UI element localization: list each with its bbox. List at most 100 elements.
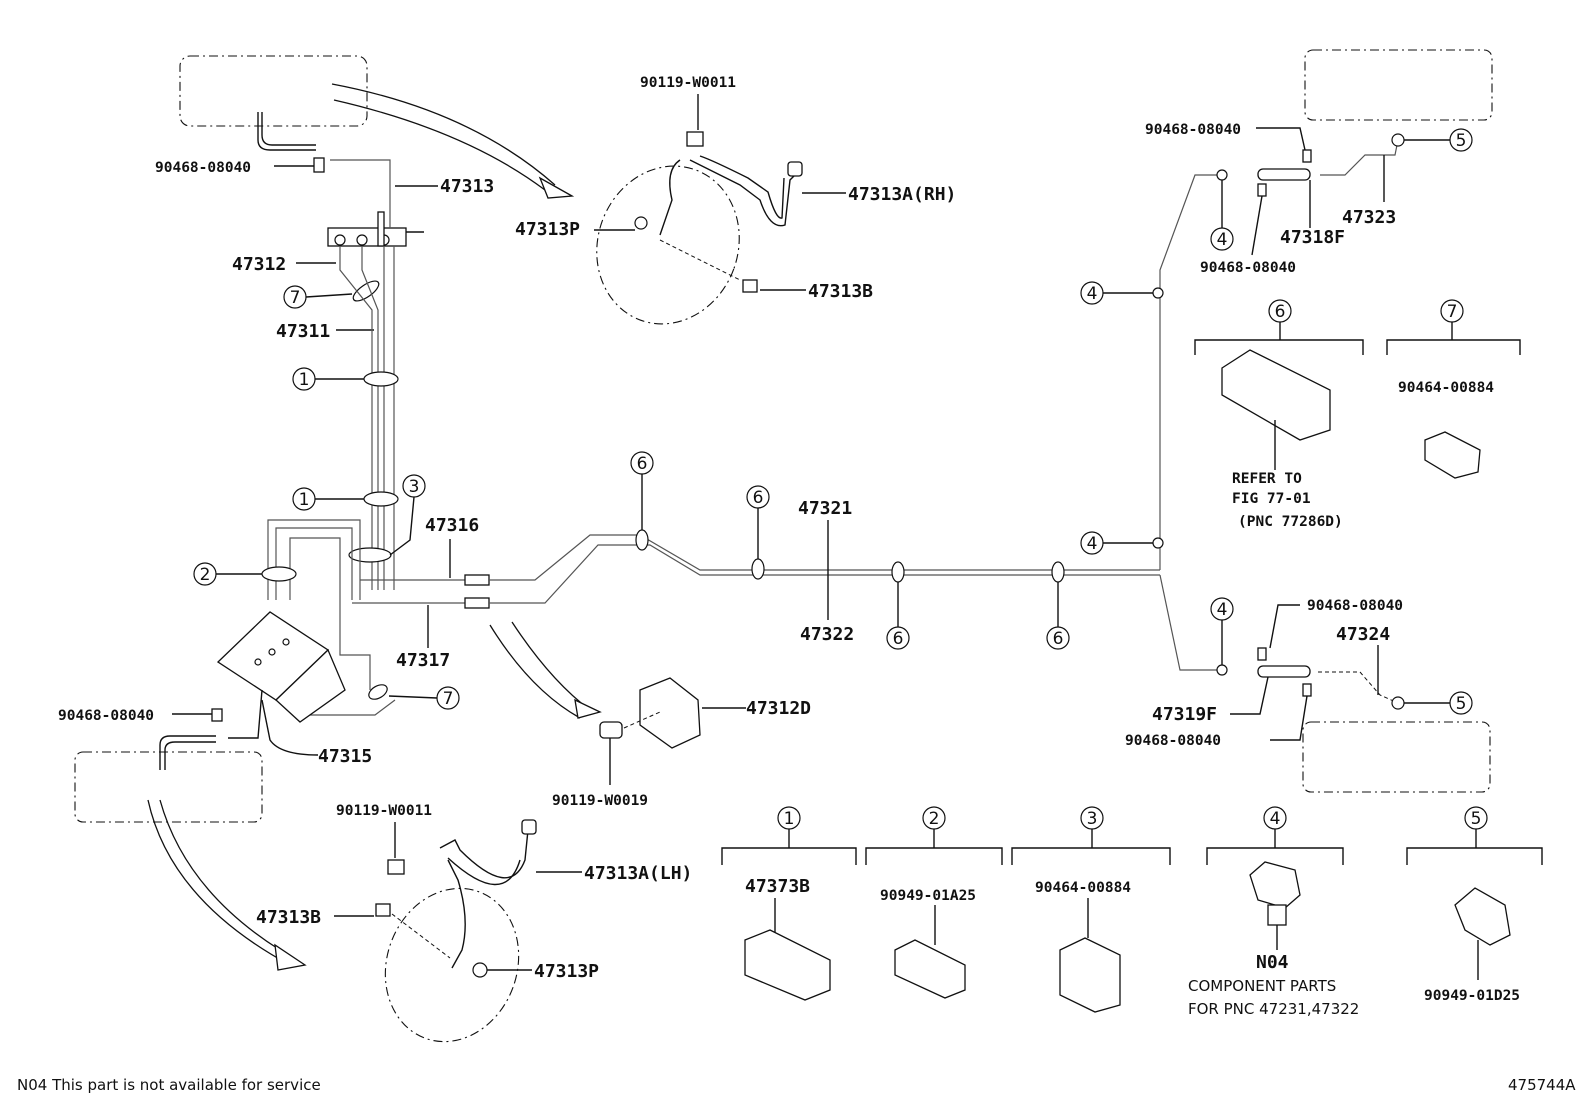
label-90119-W0019: 90119-W0019 [552, 793, 648, 809]
union-47316-lower [464, 597, 490, 609]
legend-item-3: 3 90464-00884 [1011, 806, 1171, 1013]
label-47313: 47313 [440, 176, 494, 197]
pipe-47322 [489, 544, 1160, 604]
clamp-6-d [1051, 561, 1065, 583]
svg-text:(PNC 77286D): (PNC 77286D) [1238, 514, 1343, 530]
hose-47318F [1257, 168, 1311, 181]
clamp-90464-00884 [1059, 937, 1121, 1013]
clamp-47373B [744, 929, 831, 1001]
clip-N04 [1249, 861, 1301, 909]
svg-text:5: 5 [1456, 131, 1467, 151]
label-90468-top-right-2: 90468-08040 [1200, 260, 1296, 276]
label-90468-top-left: 90468-08040 [155, 160, 251, 176]
svg-text:6: 6 [1275, 302, 1286, 322]
figure-ref-number: 475744A [1508, 1076, 1576, 1094]
clamp-3 [348, 547, 392, 563]
svg-text:6: 6 [893, 629, 904, 649]
legend-item-5: 5 90949-01D25 [1406, 806, 1543, 1004]
svg-text:4: 4 [1217, 600, 1228, 620]
top-right-caliper-outline [1304, 49, 1493, 121]
lh-hose [439, 829, 529, 879]
label-47316: 47316 [425, 515, 479, 536]
label-90119-bottom: 90119-W0011 [336, 803, 432, 819]
svg-text:5: 5 [1471, 809, 1482, 829]
pipe-47321 [489, 534, 1160, 581]
clamp-6-c [891, 561, 905, 583]
clip-4-mid-lower [1152, 537, 1164, 549]
clamp-90949-01A25 [894, 939, 966, 999]
label-47312D: 47312D [746, 698, 811, 719]
clamp-6-a [635, 529, 649, 551]
svg-text:REFER TO: REFER TO [1232, 471, 1302, 487]
bolt-90119-W0019 [599, 721, 623, 739]
clamp-7-upper [352, 280, 380, 302]
svg-text:90949-01A25: 90949-01A25 [880, 888, 976, 904]
svg-text:3: 3 [1087, 809, 1098, 829]
bracket-47312D [639, 677, 701, 749]
svg-text:1: 1 [299, 370, 310, 390]
legend-item-2: 2 90949-01A25 [865, 806, 1003, 999]
rh-detail-circle [596, 165, 740, 325]
svg-text:4: 4 [1087, 284, 1098, 304]
label-47313B-top: 47313B [808, 281, 873, 302]
label-47324: 47324 [1336, 624, 1390, 645]
label-47318F: 47318F [1280, 227, 1345, 248]
label-47313P-bottom: 47313P [534, 961, 599, 982]
svg-text:2: 2 [200, 565, 211, 585]
clamp-1-lower [363, 491, 399, 507]
label-47317: 47317 [396, 650, 450, 671]
svg-text:6: 6 [1053, 629, 1064, 649]
legend-item-4: 4 N04 COMPONENT PARTS FOR PNC 47231,4732… [1188, 806, 1359, 1018]
lh-detail-circle [384, 887, 520, 1043]
svg-text:5: 5 [1456, 694, 1467, 714]
clip-90468-top-left [313, 157, 325, 173]
clamp-6-b [751, 558, 765, 580]
callout-5-top [1449, 128, 1473, 152]
label-47313P-top: 47313P [515, 219, 580, 240]
clamp-1-upper [363, 371, 399, 387]
label-47313A-lh: 47313A(LH) [584, 863, 692, 884]
label-90119-top: 90119-W0011 [640, 75, 736, 91]
svg-text:7: 7 [1447, 302, 1458, 322]
union-47316-upper [464, 574, 490, 586]
bottom-right-caliper-outline [1302, 721, 1491, 793]
label-47321: 47321 [798, 498, 852, 519]
label-90468-bottom-right-2: 90468-08040 [1125, 733, 1221, 749]
svg-text:FIG 77-01: FIG 77-01 [1232, 491, 1311, 507]
arrow-to-lh-detail [147, 799, 291, 966]
svg-text:4: 4 [1087, 534, 1098, 554]
clamp-77286D [1221, 349, 1331, 441]
footnote: N04 This part is not available for servi… [17, 1076, 321, 1094]
label-47312: 47312 [232, 254, 286, 275]
svg-text:2: 2 [929, 809, 940, 829]
top-left-reservoir-outline [179, 55, 368, 127]
svg-text:7: 7 [443, 689, 454, 709]
svg-text:1: 1 [299, 490, 310, 510]
svg-text:6: 6 [637, 454, 648, 474]
rh-bracket [659, 159, 681, 236]
svg-text:1: 1 [784, 809, 795, 829]
svg-text:3: 3 [409, 477, 420, 497]
svg-text:FOR PNC 47231,47322: FOR PNC 47231,47322 [1188, 1000, 1359, 1018]
clip-90949-01D25 [1454, 887, 1511, 946]
svg-text:4: 4 [1270, 809, 1281, 829]
clamp-90464-item7 [1424, 431, 1481, 479]
svg-text:7: 7 [290, 288, 301, 308]
label-47311: 47311 [276, 321, 330, 342]
label-90468-top-right-1: 90468-08040 [1145, 122, 1241, 138]
svg-text:COMPONENT PARTS: COMPONENT PARTS [1188, 977, 1336, 995]
label-47313A-rh: 47313A(RH) [848, 184, 956, 205]
callout-5-bottom [1449, 691, 1473, 715]
svg-text:90949-01D25: 90949-01D25 [1424, 988, 1520, 1004]
svg-text:4: 4 [1217, 230, 1228, 250]
label-90464-item7: 90464-00884 [1398, 380, 1494, 396]
callout-6-detail [1268, 299, 1292, 323]
label-47319F: 47319F [1152, 704, 1217, 725]
label-47323: 47323 [1342, 207, 1396, 228]
label-47315: 47315 [318, 746, 372, 767]
label-47313B-bottom: 47313B [256, 907, 321, 928]
svg-text:47373B: 47373B [745, 876, 810, 897]
clamp-2 [261, 566, 297, 582]
arrow-to-rh-detail [331, 83, 556, 186]
svg-text:N04: N04 [1256, 952, 1289, 973]
